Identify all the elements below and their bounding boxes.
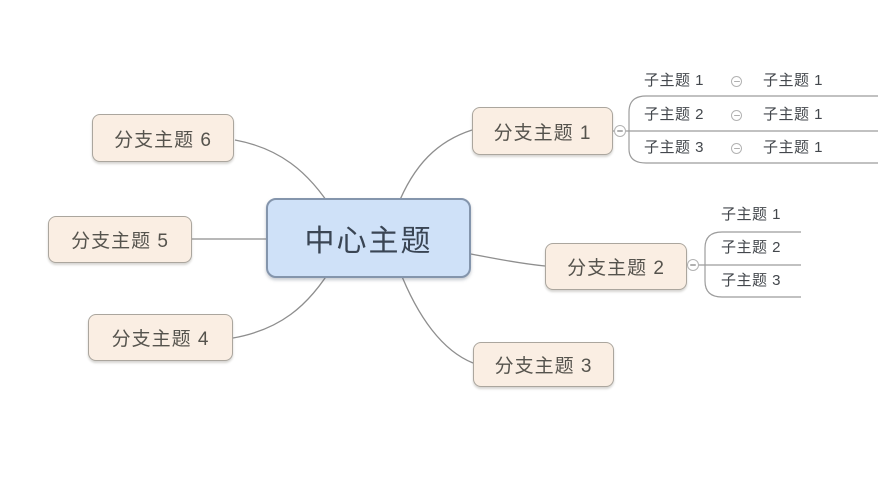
subtopic-1-1-child[interactable]: 子主题 1 (763, 72, 824, 89)
minus-glyph (617, 130, 623, 132)
subtopic-1-3[interactable]: 子主题 3 (644, 139, 705, 156)
minus-circle-icon-subtopic-1-2[interactable] (731, 110, 742, 121)
minus-glyph (690, 264, 696, 266)
branch-topic-6[interactable]: 分支主题 6 (92, 114, 234, 162)
connector-branch-1 (396, 129, 473, 208)
minus-glyph (733, 80, 740, 83)
branch-topic-5[interactable]: 分支主题 5 (48, 216, 192, 263)
minus-circle-icon-subtopic-1-1[interactable] (731, 76, 742, 87)
minus-circle-icon-branch-1[interactable] (614, 125, 626, 137)
connector-branch-3 (398, 268, 474, 364)
subtopic-2-3[interactable]: 子主题 3 (721, 272, 782, 289)
minus-glyph (733, 114, 740, 117)
branch-topic-3[interactable]: 分支主题 3 (473, 342, 614, 387)
subtopic-2-1[interactable]: 子主题 1 (721, 206, 782, 223)
minus-circle-icon-subtopic-1-3[interactable] (731, 143, 742, 154)
minus-circle-icon-branch-2[interactable] (687, 259, 699, 271)
branch-topic-1[interactable]: 分支主题 1 (472, 107, 613, 155)
subtopic-1-1[interactable]: 子主题 1 (644, 72, 705, 89)
branch-topic-4[interactable]: 分支主题 4 (88, 314, 233, 361)
subtopic-1-2-child[interactable]: 子主题 1 (763, 106, 824, 123)
subtopic-2-2[interactable]: 子主题 2 (721, 239, 782, 256)
central-topic[interactable]: 中心主题 (266, 198, 471, 278)
subtopic-1-3-child[interactable]: 子主题 1 (763, 139, 824, 156)
minus-glyph (733, 147, 740, 150)
subtopic-1-2[interactable]: 子主题 2 (644, 106, 705, 123)
connector-branch-2 (464, 252, 546, 267)
branch-topic-2[interactable]: 分支主题 2 (545, 243, 687, 290)
